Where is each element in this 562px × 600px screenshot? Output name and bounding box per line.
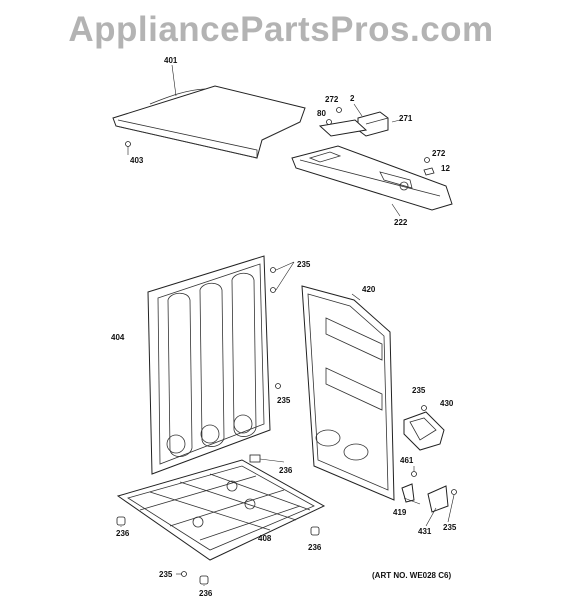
callout-235-lower-right: 235: [443, 523, 457, 532]
art-number: (ART NO. WE028 C6): [372, 571, 452, 580]
callout-461: 461: [400, 456, 414, 465]
rear-panel: [301, 285, 395, 501]
callout-403: 403: [130, 156, 144, 165]
callout-236-left: 236: [116, 529, 130, 538]
screw-235-bottom: [181, 571, 187, 577]
screw-272-right: [424, 157, 430, 163]
screw-272-top: [336, 107, 342, 113]
foot-236-right: [310, 526, 320, 536]
screw-235-right: [421, 405, 427, 411]
bracket-271: [318, 103, 401, 137]
callout-12: 12: [441, 164, 450, 173]
foot-236-top: [249, 454, 261, 463]
base-408: [116, 459, 326, 561]
callout-2: 2: [350, 94, 355, 103]
watermark: AppliancePartsPros.com: [68, 10, 494, 49]
callout-222: 222: [394, 218, 408, 227]
screw-403: [125, 141, 131, 147]
callout-420: 420: [362, 285, 376, 294]
screw-235-left: [275, 383, 281, 389]
callout-236-right: 236: [308, 543, 322, 552]
callout-272-top: 272: [325, 95, 339, 104]
screw-235-top: [270, 267, 276, 273]
screw-235-mid: [270, 287, 276, 293]
part-461: [411, 471, 417, 477]
callout-271: 271: [399, 114, 413, 123]
callout-430: 430: [440, 399, 454, 408]
callout-401: 401: [164, 56, 178, 65]
bracket-419: [401, 483, 415, 503]
callout-431: 431: [418, 527, 432, 536]
side-panel: [147, 255, 271, 475]
callout-235-top: 235: [297, 260, 311, 269]
cover-430: [403, 411, 445, 451]
foot-236-bottom: [199, 575, 209, 585]
callout-235-left: 235: [277, 396, 291, 405]
callout-419: 419: [393, 508, 407, 517]
callout-272-right: 272: [432, 149, 446, 158]
top-panel: [112, 64, 306, 159]
screw-80: [326, 119, 332, 125]
foot-236-left: [116, 516, 126, 526]
screw-235-lower-right: [451, 489, 457, 495]
bracket-431: [427, 485, 449, 513]
callout-235-bottom: 235: [159, 570, 173, 579]
support-222: [291, 145, 453, 217]
callout-235-right: 235: [412, 386, 426, 395]
callout-236-top: 236: [279, 466, 293, 475]
callout-408: 408: [258, 534, 272, 543]
callout-404: 404: [111, 333, 125, 342]
callout-236-bottom: 236: [199, 589, 213, 598]
clip-12: [423, 167, 435, 176]
callout-80: 80: [317, 109, 326, 118]
